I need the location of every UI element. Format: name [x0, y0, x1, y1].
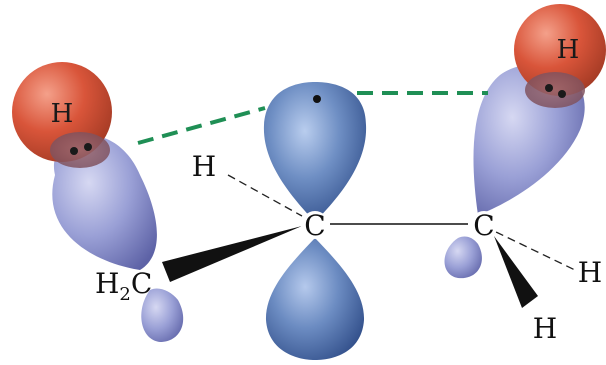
right-hydrogen-label-2: H: [533, 312, 557, 345]
right-carbon-label: C: [473, 209, 494, 242]
p-orbital-lower-lobe: [265, 238, 365, 360]
c-h-dashed-bond-center: [227, 174, 303, 217]
left-electron-dot-1: [70, 147, 78, 155]
right-hydrogen-label: H: [557, 35, 580, 65]
center-hydrogen-label: H: [192, 150, 216, 183]
right-hydrogen-atom: H: [514, 4, 606, 108]
central-carbon: C: [301, 209, 329, 242]
left-hyperconjugation-dash: [137, 106, 266, 145]
ch2-group-label: H2C: [95, 267, 152, 305]
left-hydrogen-atom: H: [12, 62, 112, 168]
c-h-dashed-bond-right: [495, 231, 576, 271]
left-electron-dot-2: [84, 143, 92, 151]
left-overlap-region: [50, 132, 110, 168]
left-sigma-large-lobe: [52, 135, 157, 270]
central-carbon-label: C: [304, 209, 325, 242]
right-electron-dot-2: [558, 90, 566, 98]
ch2-h-label: H: [95, 267, 119, 300]
ch2-c-label: C: [131, 267, 152, 300]
right-overlap-region: [525, 72, 585, 108]
svg-text:H2C: H2C: [95, 267, 152, 305]
ch2-subscript: 2: [119, 284, 130, 305]
wedge-bond-left: [162, 226, 302, 282]
right-sigma-small-lobe: [444, 236, 482, 279]
central-p-orbital: [263, 82, 367, 360]
wedge-bond-right: [494, 236, 538, 308]
left-sigma-small-lobe: [141, 288, 184, 342]
left-sigma-orbital: [52, 135, 184, 342]
right-hydrogen-label-1: H: [578, 256, 602, 289]
right-electron-dot-1: [545, 84, 553, 92]
left-hydrogen-label: H: [51, 99, 74, 129]
right-carbon: C: [470, 209, 498, 242]
p-orbital-electron-dot: [313, 95, 321, 103]
p-orbital-upper-lobe: [263, 82, 367, 222]
